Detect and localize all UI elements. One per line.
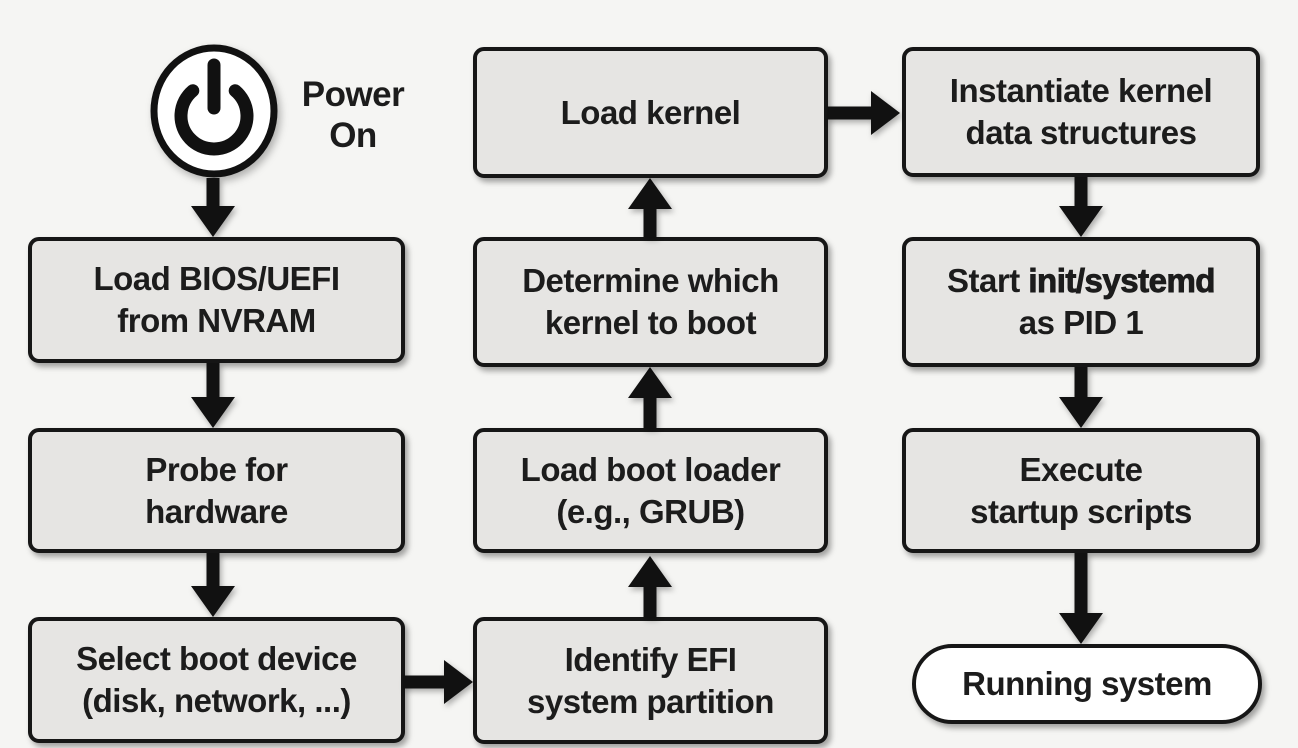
- node-instantiate-kernel-structures: Instantiate kernel data structures: [902, 47, 1260, 177]
- power-on-label-line1: Power: [301, 75, 405, 114]
- node-identify-efi-partition: Identify EFI system partition: [473, 617, 828, 744]
- node-determine-kernel: Determine which kernel to boot: [473, 237, 828, 367]
- power-on-label-line2: On: [329, 116, 377, 155]
- node-load-bios-uefi: Load BIOS/UEFI from NVRAM: [28, 237, 405, 363]
- node-load-bios-uefi-line2: from NVRAM: [117, 302, 316, 339]
- node-load-bios-uefi-line1: Load BIOS/UEFI: [93, 260, 340, 297]
- power-icon: [150, 44, 278, 178]
- node-start-init-systemd: Start init/systemd as PID 1: [902, 237, 1260, 367]
- arrow-init-to-execute: [1059, 367, 1103, 428]
- node-identify-line1: Identify EFI: [564, 640, 737, 678]
- node-probe-line1: Probe for: [145, 450, 288, 488]
- node-probe-for-hardware: Probe for hardware: [28, 428, 405, 553]
- power-on-label: Power On: [293, 74, 413, 156]
- arrow-instantiate-to-init: [1059, 177, 1103, 237]
- arrow-select-to-identify: [403, 660, 473, 704]
- arrow-determine-to-loadkernel: [628, 178, 672, 237]
- node-load-kernel: Load kernel: [473, 47, 828, 178]
- node-init-line1: Start init/systemd: [947, 260, 1216, 302]
- node-select-line2: (disk, network, ...): [82, 682, 351, 719]
- node-determine-line1: Determine which: [522, 262, 779, 299]
- node-loader-line2: (e.g., GRUB): [556, 492, 745, 530]
- node-probe-line2: hardware: [145, 492, 288, 530]
- arrow-power-to-bios: [191, 178, 235, 237]
- node-select-boot-device: Select boot device (disk, network, ...): [28, 617, 405, 743]
- node-loader-line1: Load boot loader: [520, 450, 781, 488]
- node-instantiate-line2: data structures: [965, 114, 1197, 151]
- arrow-probe-to-select: [191, 553, 235, 617]
- node-running-label: Running system: [962, 665, 1212, 702]
- arrow-execute-to-running: [1059, 553, 1103, 644]
- arrow-loadkernel-to-instantiate: [827, 91, 900, 135]
- node-init-line2: as PID 1: [1018, 304, 1144, 341]
- node-select-line1: Select boot device: [76, 640, 357, 677]
- node-determine-line2: kernel to boot: [544, 304, 757, 341]
- node-execute-line1: Execute: [1019, 450, 1143, 488]
- node-execute-startup-scripts: Execute startup scripts: [902, 428, 1260, 553]
- node-instantiate-line1: Instantiate kernel: [949, 72, 1213, 109]
- node-init-line1-heavy: init/systemd: [1028, 262, 1216, 300]
- node-identify-line2: system partition: [527, 682, 774, 720]
- node-init-line1-prefix: Start: [947, 262, 1029, 299]
- arrow-identify-to-loader: [628, 556, 672, 617]
- node-load-kernel-line1: Load kernel: [560, 93, 741, 131]
- node-execute-line2: startup scripts: [970, 492, 1192, 530]
- node-load-boot-loader: Load boot loader (e.g., GRUB): [473, 428, 828, 553]
- node-running-system: Running system: [912, 644, 1262, 724]
- arrow-loader-to-determine: [628, 367, 672, 428]
- arrow-bios-to-probe: [191, 363, 235, 428]
